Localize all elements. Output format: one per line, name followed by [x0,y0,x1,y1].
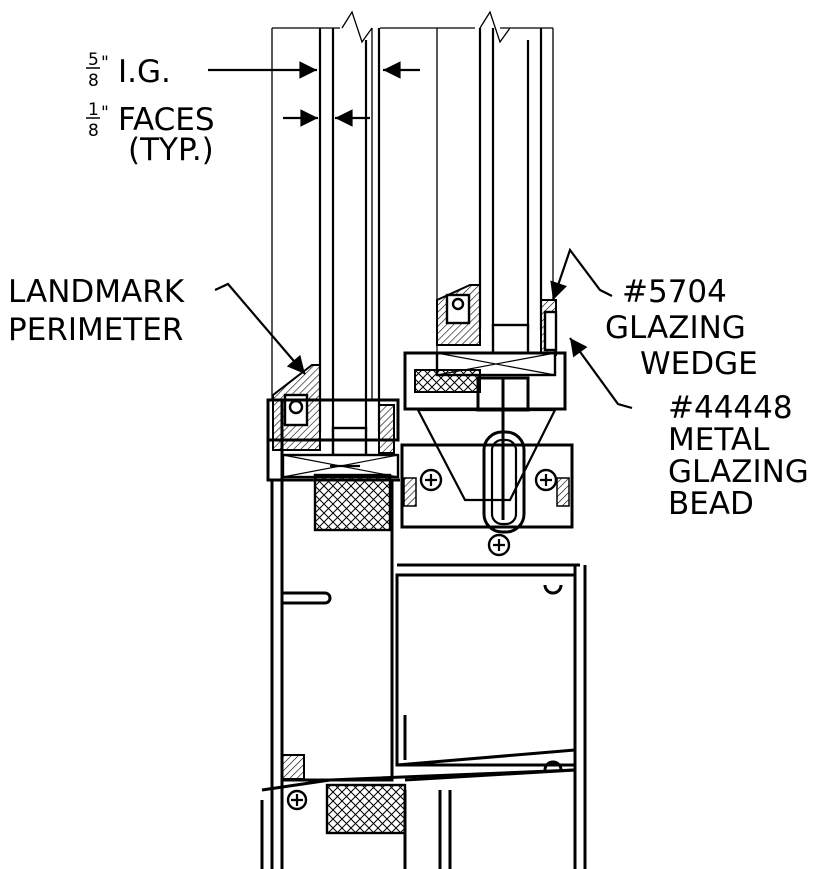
ig-inch-mark: " [101,53,109,73]
label-faces: 1 8 " FACES (TYP.) [86,100,215,168]
bead-metal-label: METAL [668,422,770,458]
wedge-glazing-label: GLAZING [605,310,746,346]
label-ig: 5 8 " I.G. [86,50,171,91]
landmark-perimeter-gasket [272,364,395,454]
perimeter-label: PERIMETER [8,312,183,348]
faces-label: FACES [118,102,215,138]
bead-glazing-label: GLAZING [668,454,809,490]
dimension-lines [208,61,420,127]
label-landmark-perimeter: LANDMARK PERIMETER [8,274,185,348]
wedge-part-number: #5704 [622,274,727,310]
leader-lines [214,247,633,410]
wedge-label: WEDGE [640,346,758,382]
bead-label: BEAD [668,486,754,522]
faces-fraction-denominator: 8 [88,121,99,141]
roller-assembly [403,430,570,557]
label-glazing-wedge: #5704 GLAZING WEDGE [605,274,758,382]
faces-fraction-numerator: 1 [88,100,99,120]
ig-label: I.G. [118,54,171,90]
faces-inch-mark: " [101,103,109,123]
main-frame [260,473,587,869]
outer-sash-frame [266,398,400,482]
landmark-label: LANDMARK [8,274,185,310]
inner-sash-frame [400,351,574,529]
ig-fraction-numerator: 5 [88,50,99,70]
label-metal-glazing-bead: #44448 METAL GLAZING BEAD [668,390,809,522]
glazing-wedge-and-bead [436,284,558,356]
bead-part-number: #44448 [668,390,793,426]
ig-fraction-denominator: 8 [88,71,99,91]
faces-typ-label: (TYP.) [128,132,214,168]
